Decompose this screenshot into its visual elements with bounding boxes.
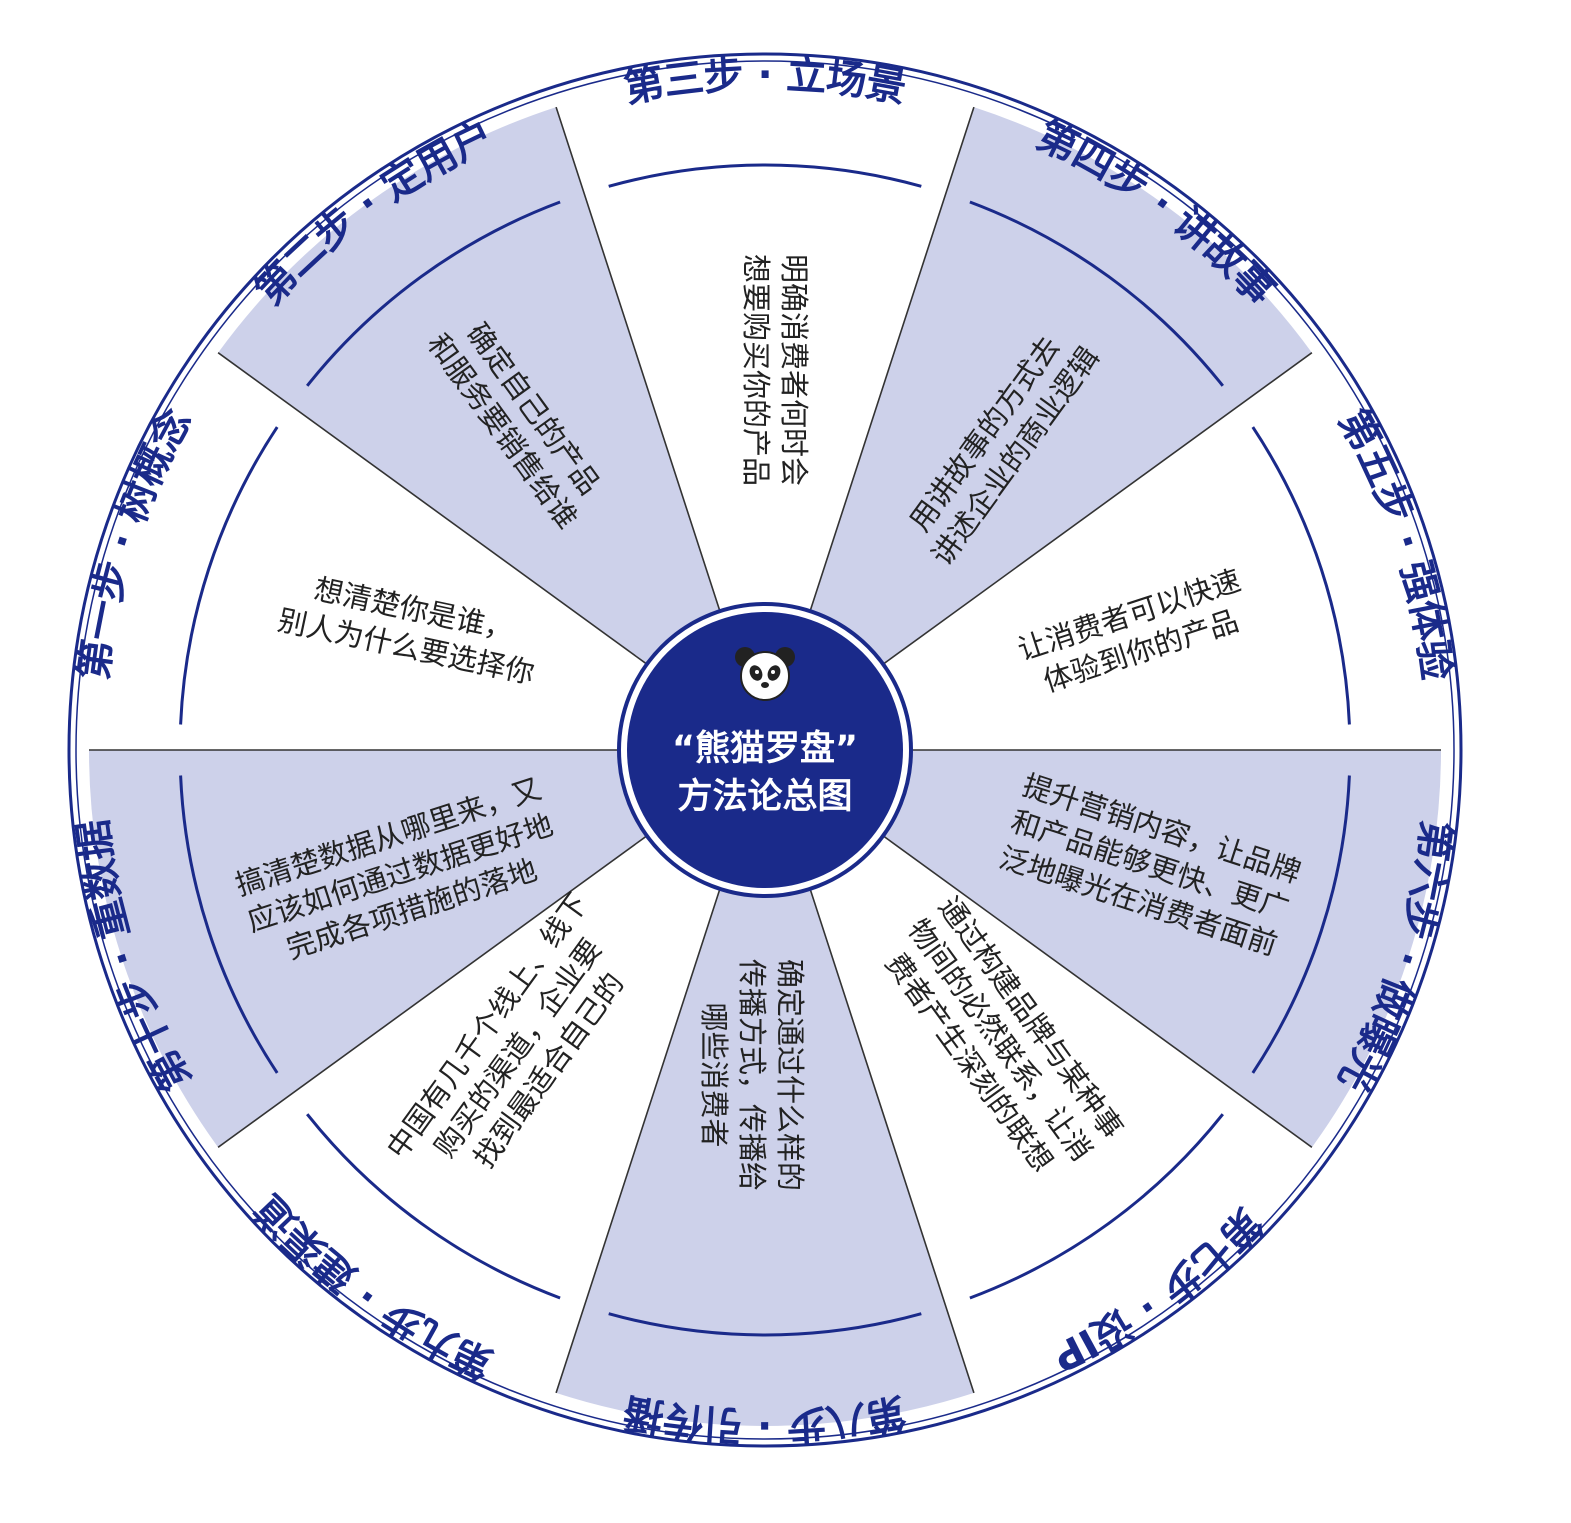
panda-icon (735, 647, 795, 701)
title-underline-arc (306, 1113, 561, 1300)
sector-step-7 (765, 750, 1312, 1393)
outer-ring (67, 52, 1463, 1448)
sector-step-2 (218, 107, 766, 751)
sector-step-10 (89, 750, 765, 1148)
divider-line (882, 835, 1313, 1148)
center-title-line1: “熊猫罗盘” (672, 728, 858, 769)
sector-step-4 (765, 107, 1312, 751)
step-description-line: 哪些消费者 (697, 1002, 731, 1147)
title-underline-arc (969, 200, 1224, 387)
sector-step-1 (89, 352, 765, 750)
inner-arcs (179, 163, 1351, 1337)
center-hub: “熊猫罗盘” 方法论总图 (617, 602, 913, 898)
divider-line (555, 888, 721, 1394)
divider-line (217, 352, 648, 665)
outer-ring-inner-line (75, 60, 1455, 1440)
title-underline-arc (1251, 775, 1351, 1074)
title-underline-arc (306, 200, 561, 387)
title-underline-arc (179, 426, 279, 725)
divider-line (809, 106, 975, 612)
center-circle (627, 612, 903, 888)
title-underline-arc (969, 1113, 1224, 1300)
title-underline-arc (1251, 426, 1351, 725)
center-title-line2: 方法论总图 (677, 777, 852, 817)
step-description-line: 明确消费者何时会 (777, 254, 811, 486)
sector-step-6 (765, 750, 1441, 1148)
sectors-layer (89, 74, 1441, 1426)
title-underline-arc (608, 1312, 922, 1337)
divider-line (882, 352, 1313, 665)
step-description-line: 想要购买你的产品 (739, 254, 773, 486)
step-description-line: 确定通过什么样的 (773, 959, 807, 1191)
title-underline-arc (179, 775, 279, 1074)
divider-line (809, 888, 975, 1394)
sector-step-9 (218, 750, 766, 1393)
step-description-line: 传播方式，传播给 (735, 959, 769, 1191)
title-underline-arc (608, 163, 922, 188)
divider-line (217, 835, 648, 1148)
sector-step-8 (556, 750, 974, 1426)
divider-line (555, 106, 721, 612)
sector-step-3 (556, 74, 974, 750)
sector-step-5 (765, 352, 1441, 750)
divider-lines (89, 106, 1441, 1394)
